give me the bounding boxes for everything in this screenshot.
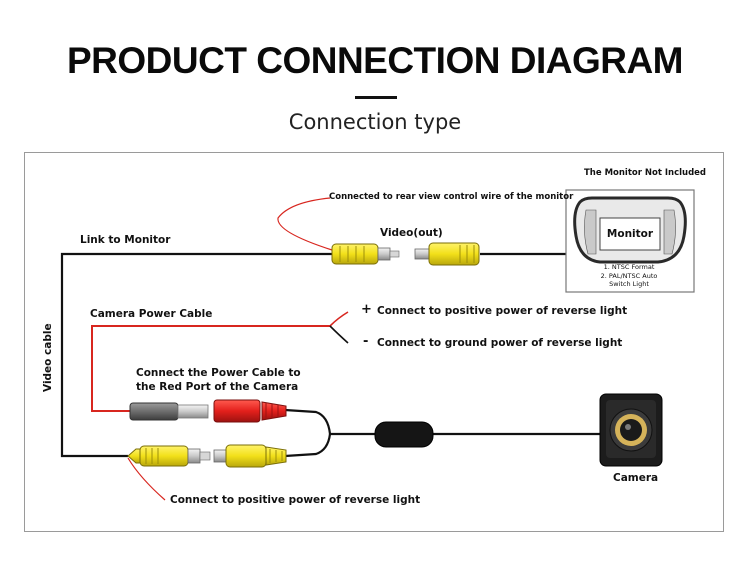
bottom-note-label: Connect to positive power of reverse lig…	[170, 494, 421, 506]
monitor-note-3: Switch Light	[609, 280, 649, 288]
camera-icon	[599, 393, 663, 467]
camera-rca-male	[127, 445, 211, 467]
monitor-screen-label: Monitor	[606, 228, 654, 240]
monitor-note-leader	[277, 197, 333, 251]
video-cable-wire	[60, 252, 600, 458]
power-plug-red	[213, 399, 287, 423]
monitor-icon	[565, 189, 695, 293]
link-to-monitor-label: Link to Monitor	[80, 234, 171, 246]
monitor-caption: The Monitor Not Included	[584, 168, 707, 178]
red-port-label-line2: the Red Port of the Camera	[136, 381, 299, 393]
page-title: PRODUCT CONNECTION DIAGRAM	[67, 40, 683, 81]
camera-power-red-wire	[91, 325, 330, 412]
power-plug-gray	[129, 402, 209, 421]
video-out-label: Video(out)	[380, 227, 443, 239]
title-divider	[355, 96, 397, 99]
red-port-label-line1: Connect the Power Cable to	[136, 367, 301, 379]
video-cable-label: Video cable	[42, 323, 54, 392]
page-subtitle: Connection type	[288, 110, 462, 134]
monitor-note-1: 1. NTSC Format	[603, 263, 655, 271]
inline-junction-box	[374, 421, 434, 448]
positive-lead-wire	[329, 311, 349, 327]
camera-label: Camera	[613, 472, 659, 484]
monitor-wire-note: Connected to rear view control wire of t…	[329, 192, 574, 202]
video-out-rca-female	[414, 242, 480, 266]
ground-power-label: Connect to ground power of reverse light	[377, 337, 623, 349]
diagram-frame	[24, 152, 724, 532]
video-out-rca-male	[331, 243, 400, 265]
monitor-note-2: 2. PAL/NTSC Auto	[600, 272, 658, 280]
ground-lead-wire	[329, 325, 349, 344]
camera-power-cable-label: Camera Power Cable	[90, 308, 213, 320]
camera-rca-female	[213, 444, 287, 468]
bottom-note-leader	[127, 457, 166, 501]
positive-power-label: Connect to positive power of reverse lig…	[377, 305, 628, 317]
plus-sign: +	[361, 302, 372, 317]
minus-sign: -	[363, 334, 369, 349]
